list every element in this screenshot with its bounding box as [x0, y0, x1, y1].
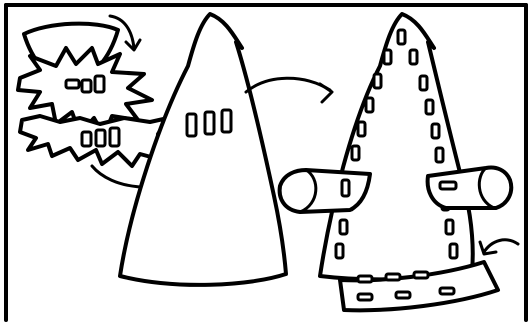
- curved-arrow-icon-middle: [244, 76, 334, 104]
- plain-cone: [118, 12, 288, 287]
- headband-strip: [338, 260, 500, 313]
- curved-arrow-icon-top-left: [108, 14, 142, 52]
- frame-border: [4, 3, 528, 322]
- fringe-slots-bottom: [80, 126, 121, 148]
- cone-slots: [185, 108, 233, 138]
- spiky-fringe-top: [16, 46, 154, 138]
- fringe-slots-top: [64, 74, 106, 94]
- curved-arrow-icon-bottom-right: [478, 238, 520, 256]
- assembled-cone: [318, 12, 475, 282]
- ear-tab-left: [277, 168, 372, 214]
- spiky-fringe-bottom: [18, 114, 172, 168]
- ear-tab-right: [425, 165, 514, 210]
